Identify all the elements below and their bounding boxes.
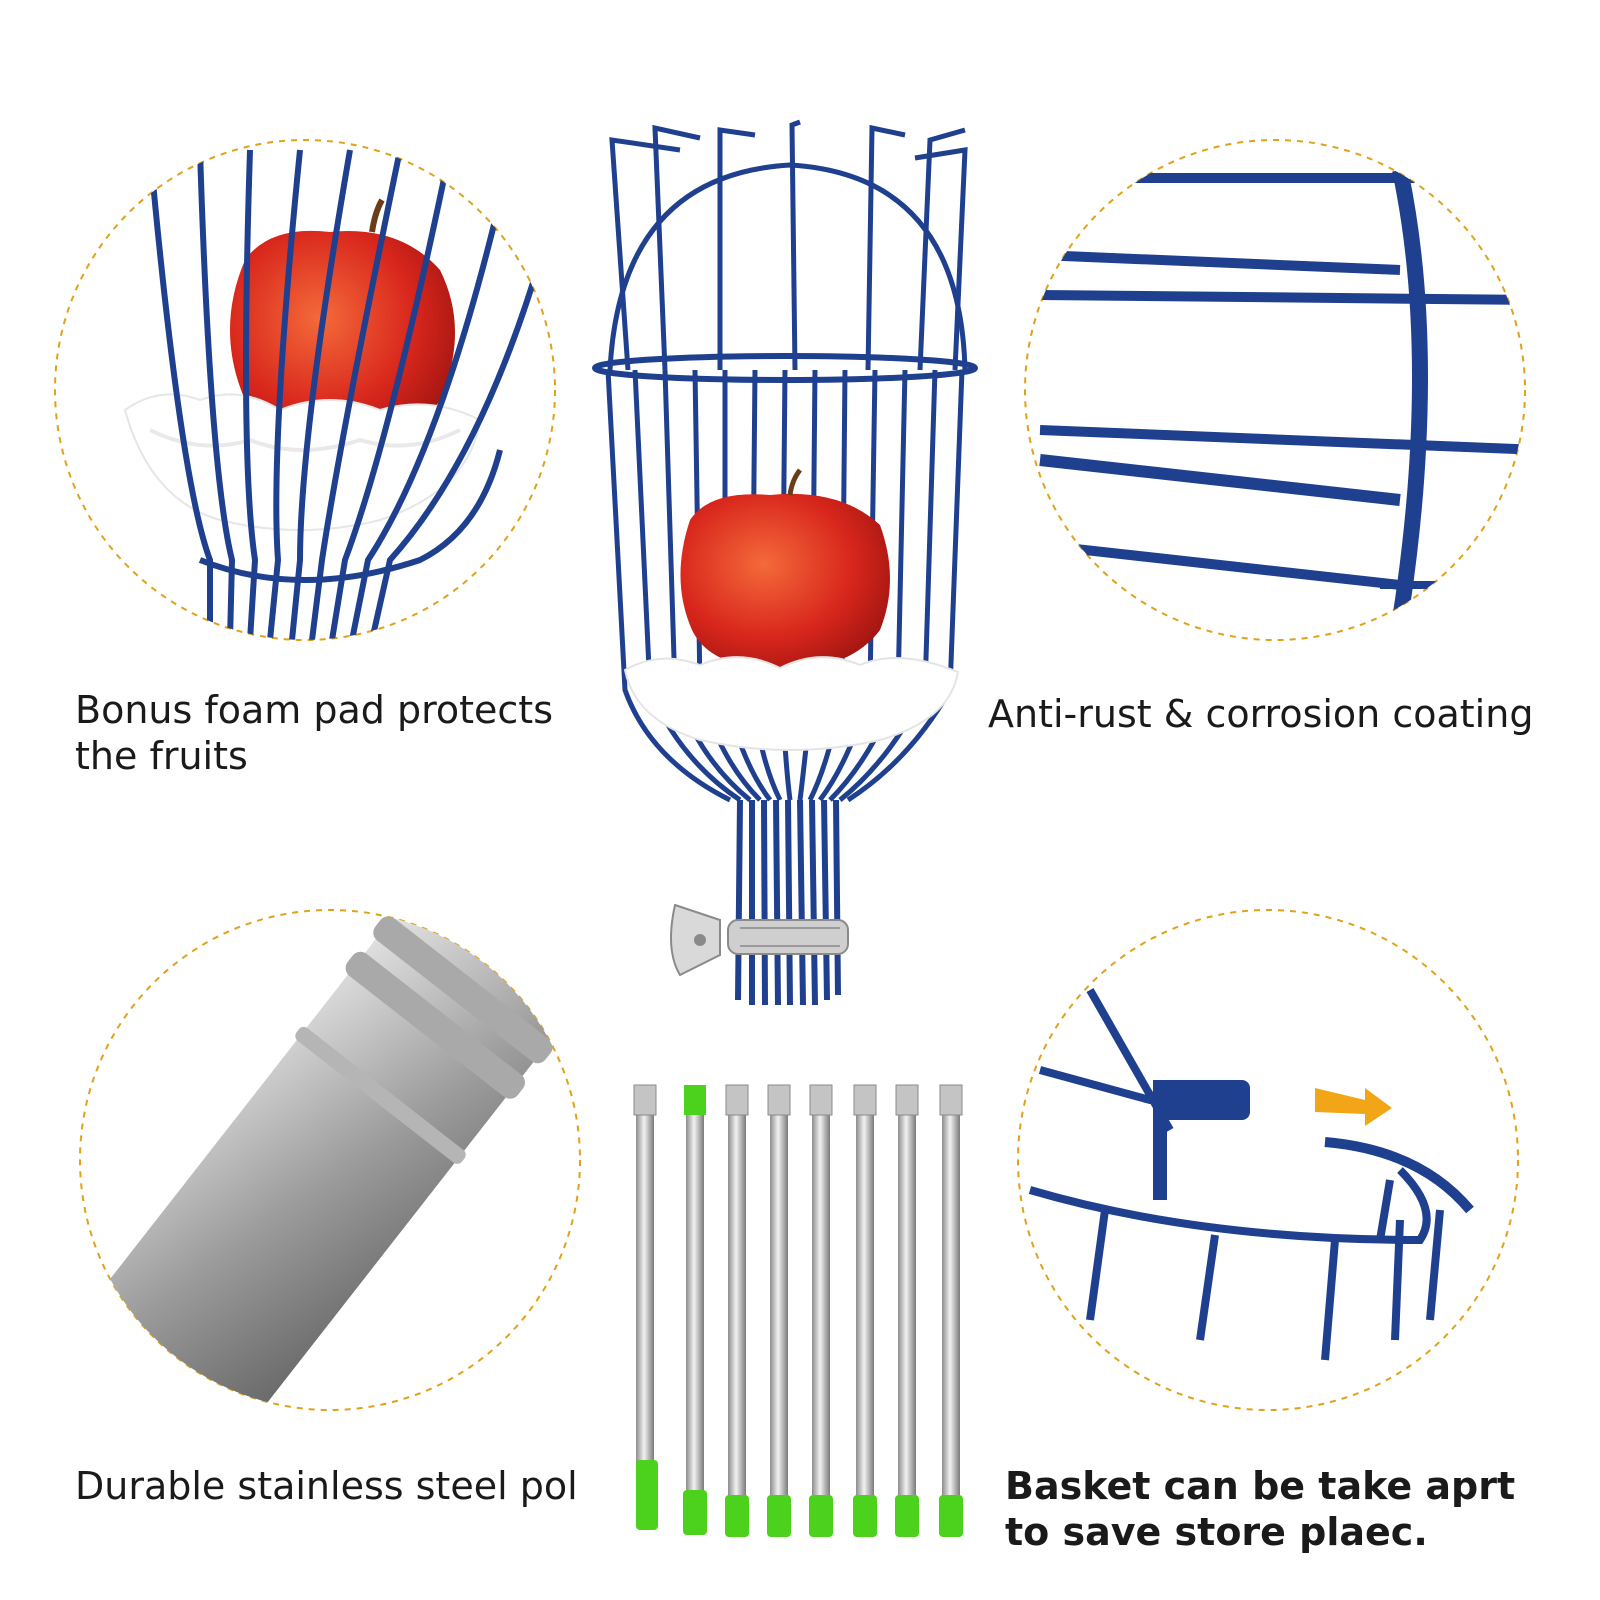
pole-section (633, 1084, 658, 1530)
dashed-circle (1017, 909, 1519, 1411)
pole-section (895, 1084, 919, 1537)
arrow-right-icon (1315, 1088, 1392, 1126)
basket-caption: Basket can be take aprt to save store pl… (1005, 1464, 1516, 1554)
pole-sections (633, 1084, 963, 1537)
pole-caption: Durable stainless steel pol (75, 1464, 578, 1508)
coating-caption: Anti-rust & corrosion coating (988, 692, 1534, 736)
pole-section (809, 1084, 833, 1537)
foam-pad-detail (54, 139, 556, 641)
basket-rim (1392, 168, 1428, 622)
hose-clamp-icon (670, 903, 849, 977)
pole-section (939, 1084, 963, 1537)
apple-icon (680, 468, 890, 670)
dashed-circle (79, 909, 581, 1411)
coating-detail (1024, 139, 1526, 641)
dashed-circle (1024, 139, 1526, 641)
pole-section (725, 1084, 749, 1537)
pole-section (767, 1084, 791, 1537)
pole-section (683, 1085, 707, 1535)
pole-section (853, 1084, 877, 1537)
foam-pad-icon (623, 656, 960, 751)
dashed-circle (54, 139, 556, 641)
basket-wires (147, 149, 543, 640)
basket-detach-detail (1017, 909, 1519, 1411)
steel-tube-icon (80, 910, 580, 1410)
fruit-picker-basket (592, 119, 978, 1006)
foam-pad-caption: Bonus foam pad protects the fruits (75, 688, 554, 778)
pole-detail (79, 909, 581, 1411)
